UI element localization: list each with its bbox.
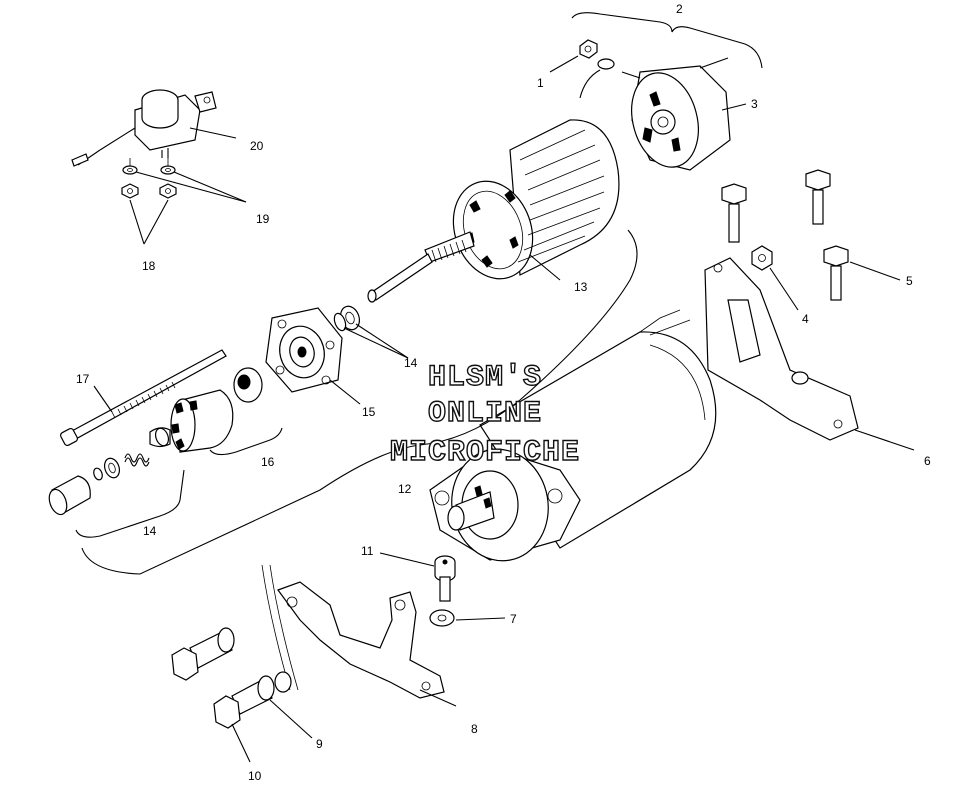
callout-5: 5 [906, 274, 913, 288]
callout-19: 19 [256, 212, 270, 226]
callout-16: 16 [261, 455, 275, 469]
callout-8: 8 [471, 722, 478, 736]
mount-bracket-part-6 [704, 257, 859, 441]
callout-1: 1 [537, 76, 544, 90]
callout-14-upper: 14 [404, 356, 418, 370]
group-bracket-16 [209, 427, 283, 456]
callout-4: 4 [802, 312, 809, 326]
watermark: HLSM'S ONLINE MICROFICHE [389, 360, 580, 470]
callout-20: 20 [250, 139, 264, 153]
leader-lines [93, 55, 915, 763]
callout-15: 15 [362, 405, 376, 419]
callout-17: 17 [76, 372, 90, 386]
long-bolt-part-17 [59, 349, 227, 447]
callout-9: 9 [316, 737, 323, 751]
solenoid-part-20 [71, 89, 217, 167]
armature-part-13 [367, 119, 620, 303]
screw-part-11 [434, 555, 456, 602]
watermark-line-2: ONLINE [428, 397, 542, 431]
callout-7: 7 [510, 612, 517, 626]
mount-bracket-part-8 [261, 564, 445, 699]
spring-group-part-14 [48, 427, 170, 516]
nuts-part-18 [121, 183, 177, 199]
washers-part-19 [122, 165, 176, 175]
callout-6: 6 [924, 454, 931, 468]
callout-13: 13 [574, 280, 588, 294]
callout-2: 2 [676, 2, 683, 16]
bolts-part-10 [171, 631, 273, 729]
group-bracket-14 [75, 469, 185, 538]
bolts-part-5 [721, 169, 849, 301]
nut-part-4 [751, 245, 773, 271]
watermark-line-1: HLSM'S [428, 361, 542, 395]
callout-11: 11 [361, 544, 374, 558]
callout-14-lower: 14 [143, 524, 157, 538]
pinion-part-16 [149, 367, 263, 453]
washer-part-7 [429, 609, 455, 627]
washers-part-14-upper [333, 305, 361, 332]
motor-housing-part-12 [429, 309, 717, 562]
nut-part-1 [579, 39, 615, 99]
callout-12: 12 [398, 482, 412, 496]
callout-labels: 1 2 3 4 5 6 7 8 9 10 11 12 13 14 14 15 1… [76, 2, 931, 783]
group-curve-12 [81, 229, 638, 575]
end-plate-part-15 [265, 307, 343, 393]
watermark-line-3: MICROFICHE [390, 436, 580, 470]
washer-part-9 [217, 627, 275, 701]
callout-10: 10 [248, 769, 262, 783]
callout-18: 18 [142, 259, 156, 273]
end-cap-part-3 [621, 57, 731, 171]
callout-3: 3 [751, 97, 758, 111]
